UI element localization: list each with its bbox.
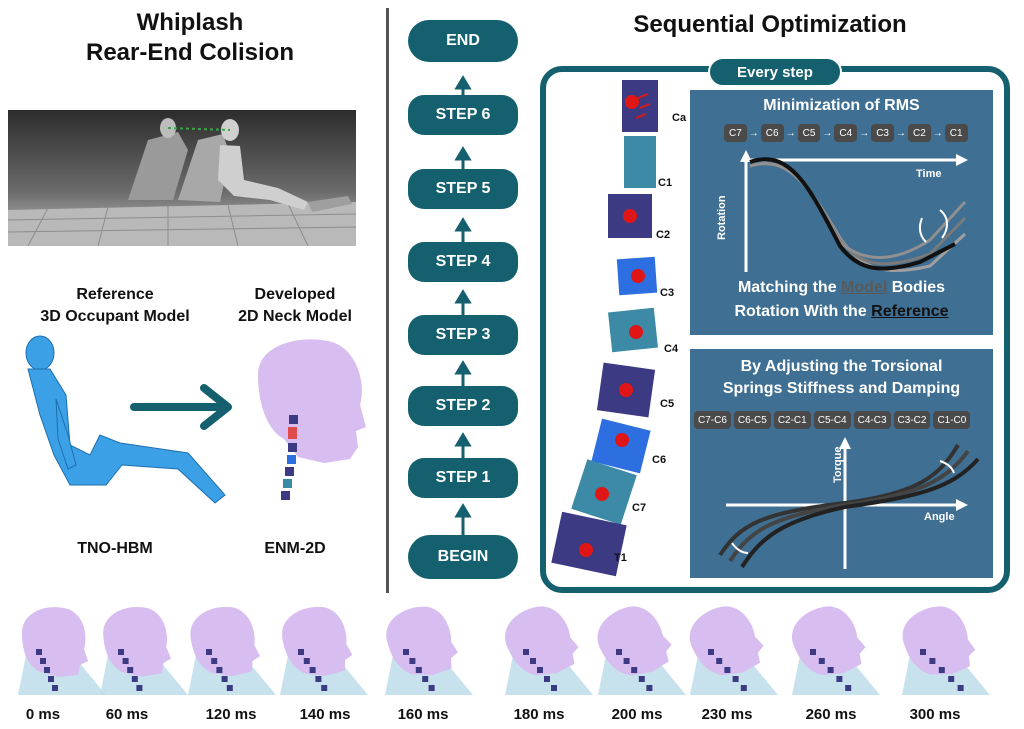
step-5: STEP 5 bbox=[408, 169, 518, 209]
time-label-4: 160 ms bbox=[397, 706, 449, 723]
rms-chip-c5: C5 bbox=[797, 124, 821, 142]
joint-chip-6: C3-C2 bbox=[893, 411, 931, 429]
joint-chip-7: C1-C0 bbox=[933, 411, 971, 429]
vertebra-label-c2: C2 bbox=[656, 229, 671, 241]
rms-x-axis-label: Time bbox=[916, 168, 942, 180]
timeline-head-9 bbox=[902, 606, 990, 695]
vertebra-stack bbox=[551, 80, 658, 577]
spring-x-axis-label: Angle bbox=[924, 511, 955, 523]
rms-chip-c4: C4 bbox=[834, 124, 858, 142]
rms-caption-line2-prefix: Rotation With the bbox=[734, 303, 872, 320]
rms-curve-plot bbox=[740, 150, 968, 273]
time-label-9: 300 ms bbox=[909, 706, 961, 723]
spring-title-line2: Springs Stiffness and Damping bbox=[722, 380, 961, 397]
vertebra-label-c5: C5 bbox=[660, 398, 675, 410]
rms-panel: Minimization of RMS C7→ C6→ C5→ C4→ C3→ … bbox=[690, 90, 993, 335]
vertebra-label-t1: T1 bbox=[614, 552, 627, 564]
rms-caption-reference: Reference bbox=[871, 303, 949, 320]
developed-line1: Developed bbox=[254, 286, 336, 303]
step-end: END bbox=[408, 20, 518, 62]
spring-joints: C7-C6 C6-C5 C2-C1 C5-C4 C4-C3 C3-C2 C1-C… bbox=[694, 411, 971, 429]
step-4: STEP 4 bbox=[408, 242, 518, 282]
rms-chip-c3: C3 bbox=[871, 124, 894, 142]
vertebra-label-c6: C6 bbox=[652, 454, 667, 466]
column-divider bbox=[386, 8, 389, 593]
joint-chip-3: C2-C1 bbox=[773, 411, 811, 429]
time-label-6: 200 ms bbox=[611, 706, 663, 723]
vertebra-label-ca: Ca bbox=[672, 112, 687, 124]
reference-line2: 3D Occupant Model bbox=[40, 308, 190, 325]
timeline-head-2 bbox=[188, 606, 276, 695]
joint-chip-4: C5-C4 bbox=[813, 411, 851, 429]
crash-test-render bbox=[8, 110, 356, 246]
vertebra-label-c3: C3 bbox=[660, 287, 675, 299]
rms-caption-line1: Matching the Model Bodies bbox=[690, 278, 993, 298]
timeline-head-5 bbox=[505, 606, 593, 695]
rms-chip-c6: C6 bbox=[760, 124, 784, 142]
time-label-0: 0 ms bbox=[25, 706, 61, 723]
step-2: STEP 2 bbox=[408, 386, 518, 426]
time-label-8: 260 ms bbox=[805, 706, 857, 723]
rms-chain: C7→ C6→ C5→ C4→ C3→ C2→ C1 bbox=[724, 124, 968, 142]
timeline-head-8 bbox=[792, 606, 880, 695]
rms-chip-c7: C7 bbox=[724, 124, 747, 142]
vertebra-label-c4: C4 bbox=[664, 343, 679, 355]
left-title: Whiplash Rear-End Colision bbox=[60, 8, 320, 68]
rms-chip-c2: C2 bbox=[907, 124, 931, 142]
developed-label: Developed 2D Neck Model bbox=[215, 284, 375, 328]
right-title: Sequential Optimization bbox=[633, 11, 907, 38]
time-label-3: 140 ms bbox=[299, 706, 351, 723]
rms-panel-title: Minimization of RMS bbox=[763, 97, 920, 114]
step-3: STEP 3 bbox=[408, 315, 518, 355]
reference-label: Reference 3D Occupant Model bbox=[30, 284, 200, 328]
time-label-5: 180 ms bbox=[513, 706, 565, 723]
rms-caption-line2: Rotation With the Reference bbox=[690, 302, 993, 322]
occupant-model-figure bbox=[25, 335, 226, 504]
left-title-line2: Rear-End Colision bbox=[85, 39, 295, 66]
timeline-head-4 bbox=[385, 606, 473, 695]
time-label-1: 60 ms bbox=[105, 706, 149, 723]
timeline-head-3 bbox=[280, 606, 368, 695]
spring-panel: By Adjusting the Torsional Springs Stiff… bbox=[690, 349, 993, 578]
transfer-arrow bbox=[130, 384, 232, 430]
neck-model-figure bbox=[258, 339, 366, 500]
timeline-head-6 bbox=[597, 606, 686, 695]
timeline-head-0 bbox=[18, 607, 106, 695]
developed-name: ENM-2D bbox=[264, 540, 326, 557]
step-1: STEP 1 bbox=[408, 458, 518, 498]
reference-line1: Reference bbox=[76, 286, 154, 303]
joint-chip-1: C7-C6 bbox=[694, 411, 731, 429]
timeline-head-7 bbox=[689, 606, 778, 695]
time-label-7: 230 ms bbox=[701, 706, 753, 723]
every-step-badge: Every step bbox=[708, 57, 842, 87]
time-label-2: 120 ms bbox=[205, 706, 257, 723]
rms-caption-prefix: Matching the bbox=[737, 279, 842, 296]
spring-title-line1: By Adjusting the Torsional bbox=[740, 358, 943, 375]
vertebra-label-c1: C1 bbox=[658, 177, 673, 189]
developed-line2: 2D Neck Model bbox=[238, 308, 352, 325]
joint-chip-5: C4-C3 bbox=[853, 411, 891, 429]
reference-name: TNO-HBM bbox=[77, 540, 153, 557]
joint-chip-2: C6-C5 bbox=[733, 411, 771, 429]
timeline-heads bbox=[18, 606, 990, 695]
timeline-head-1 bbox=[100, 607, 188, 695]
step-6: STEP 6 bbox=[408, 95, 518, 135]
spring-curve-plot bbox=[718, 437, 980, 569]
rms-chip-c1: C1 bbox=[944, 124, 968, 142]
rms-y-axis-label: Rotation bbox=[716, 195, 728, 240]
left-title-line1: Whiplash bbox=[136, 9, 244, 36]
rms-caption-middle: Bodies bbox=[887, 279, 946, 296]
spring-y-axis-label: Torque bbox=[832, 446, 844, 483]
rms-caption-model: Model bbox=[841, 279, 888, 296]
vertebra-label-c7: C7 bbox=[632, 502, 647, 514]
step-begin: BEGIN bbox=[408, 535, 518, 579]
